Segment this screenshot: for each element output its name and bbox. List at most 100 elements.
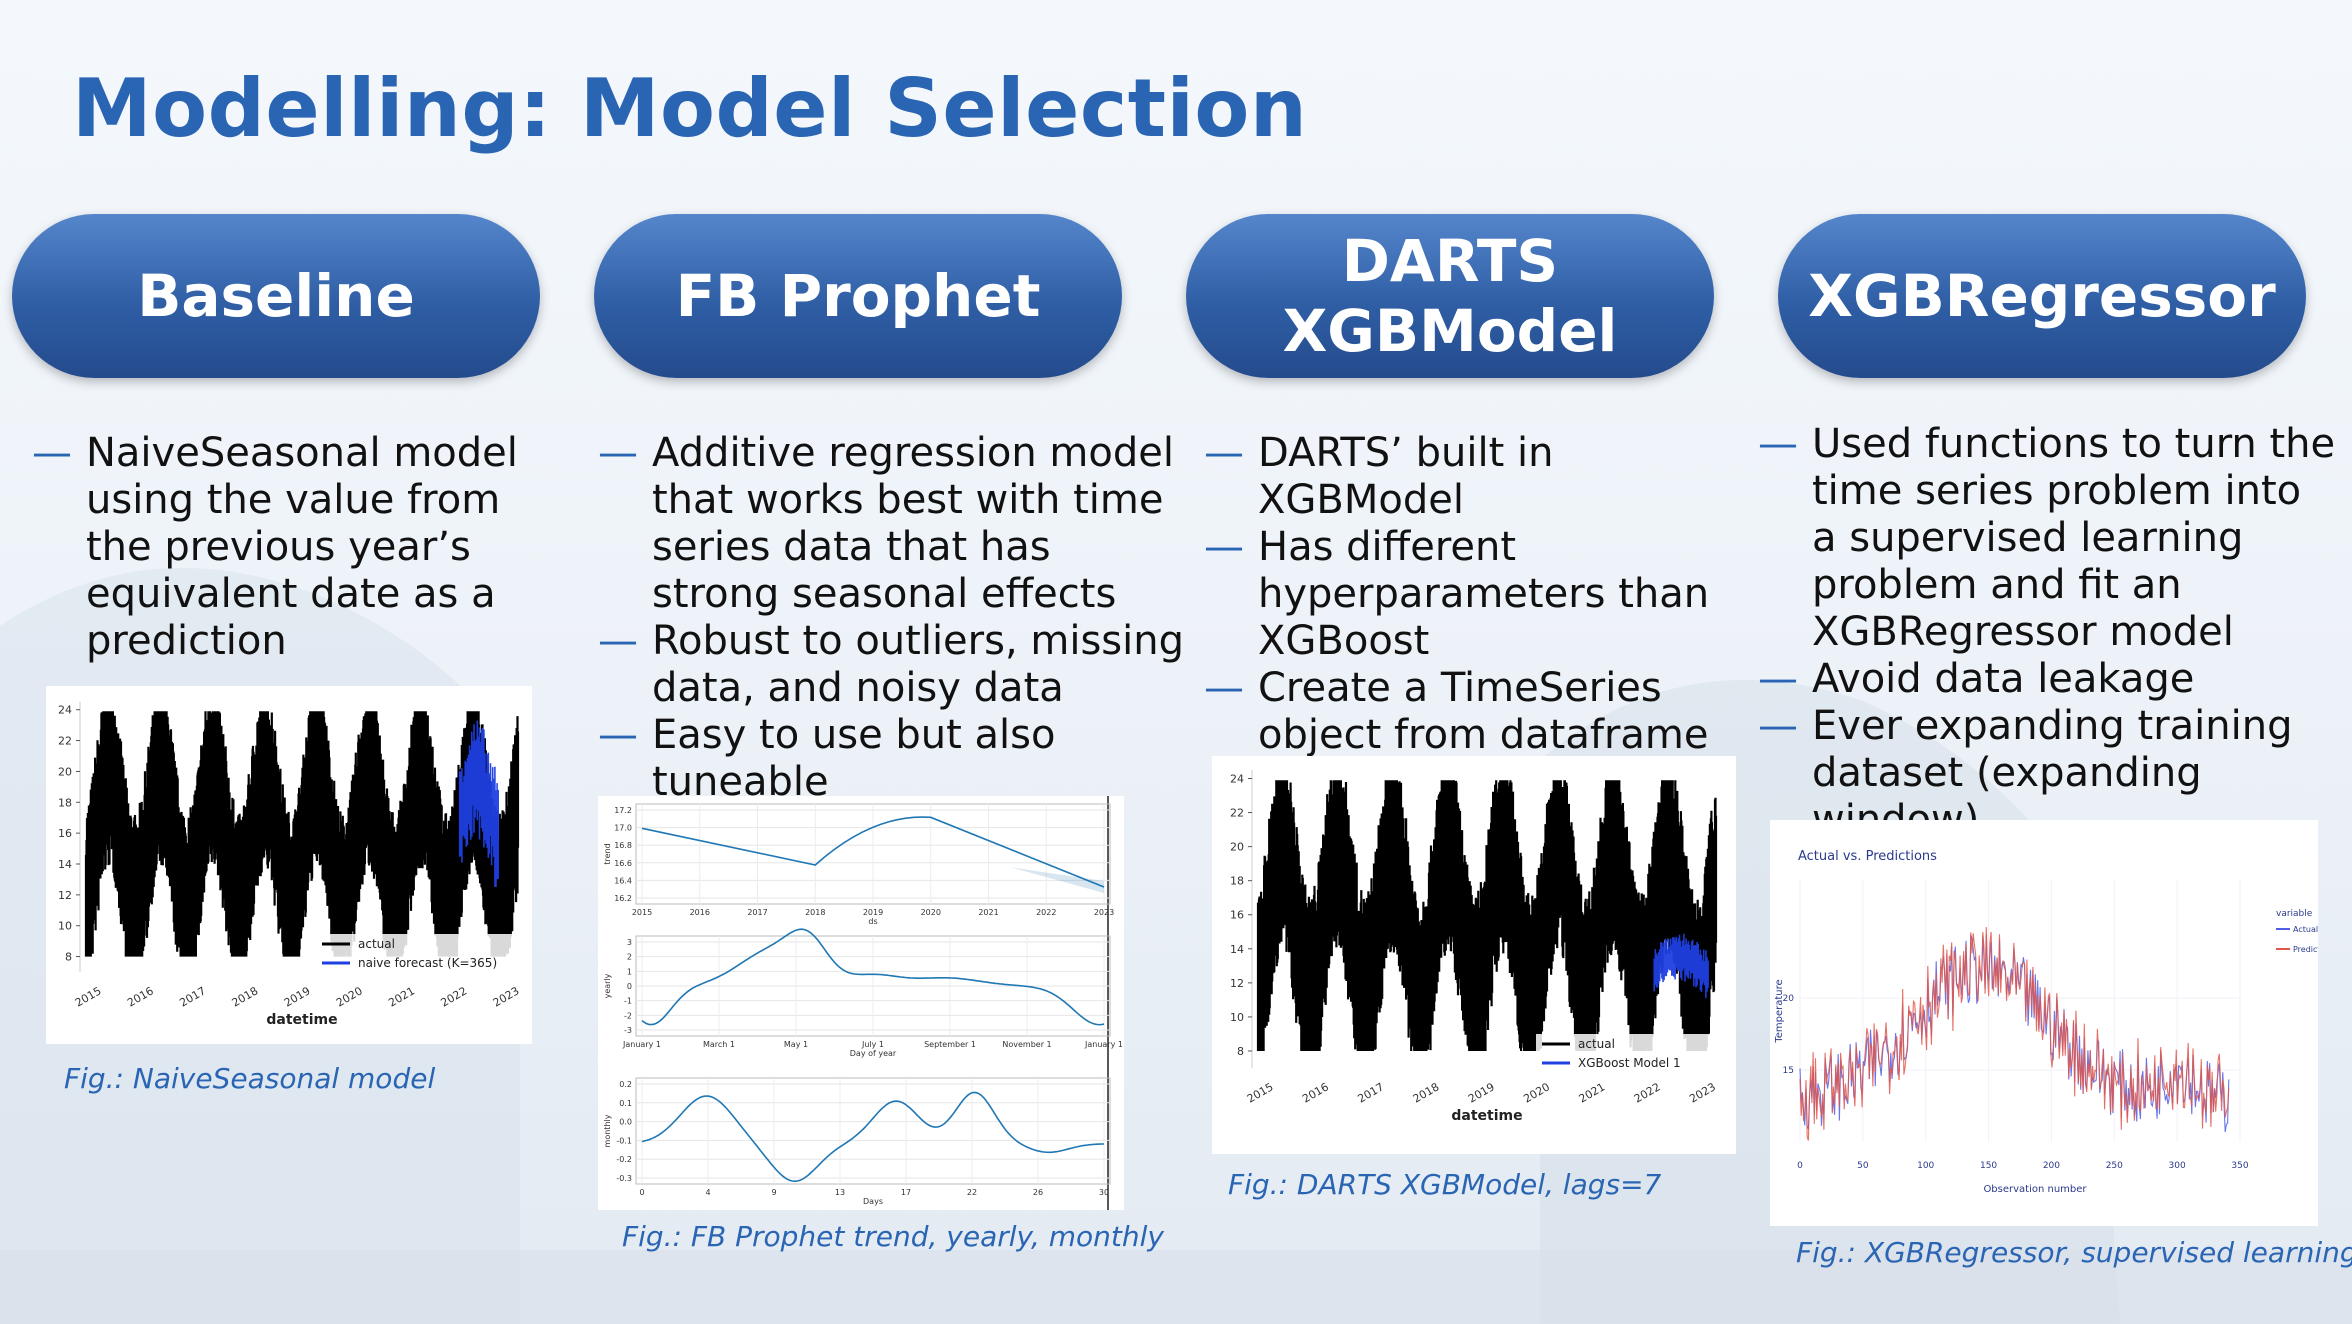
x-tick-label: 2019 (863, 908, 883, 917)
x-axis-label: datetime (1451, 1108, 1522, 1124)
prophet-caption: Fig.: FB Prophet trend, yearly, monthly (622, 1220, 1164, 1253)
y-tick-label: 15 (1783, 1066, 1794, 1076)
list-item: —Robust to outliers, missing data, and n… (598, 618, 1184, 711)
y-tick-label: 0.2 (619, 1080, 632, 1089)
legend-box (1536, 1034, 1716, 1076)
y-tick-label: 12 (58, 889, 72, 902)
x-tick-label: 2017 (1355, 1080, 1386, 1105)
series-line-predicted (1799, 927, 2230, 1141)
y-tick-label: -1 (624, 997, 632, 1006)
series-line-actual (1799, 933, 2230, 1133)
legend-label: actual (358, 937, 395, 951)
y-tick-label: 16.2 (614, 894, 632, 903)
y-tick-label: 16.4 (614, 876, 632, 885)
y-tick-label: 22 (1230, 807, 1244, 820)
y-tick-label: 0.0 (619, 1118, 632, 1127)
y-tick-label: 0.1 (619, 1099, 632, 1108)
x-tick-label: January 1 (622, 1040, 661, 1049)
x-tick-label: 2020 (921, 908, 941, 917)
darts-heading-line2: XGBModel (1282, 297, 1618, 365)
x-tick-label: 4 (705, 1188, 710, 1197)
x-axis-label: Day of year (850, 1049, 897, 1058)
y-tick-label: 17.2 (614, 806, 632, 815)
fb-prophet-heading: FB Prophet (594, 214, 1122, 378)
panel-frame (635, 1077, 1111, 1185)
y-tick-label: 17.0 (614, 824, 632, 833)
naive-seasonal-caption: Fig.: NaiveSeasonal model (64, 1062, 436, 1095)
x-tick-label: 2019 (282, 984, 313, 1009)
fb-prophet-bullets: —Additive regression model that works be… (598, 430, 1188, 806)
x-tick-label: 30 (1099, 1188, 1109, 1197)
darts-heading-line1: DARTS (1341, 227, 1559, 295)
fb-prophet-heading-label: FB Prophet (675, 262, 1041, 330)
x-tick-label: 26 (1033, 1188, 1043, 1197)
series-forecast-line (458, 720, 499, 887)
darts-xgbmodel-heading: DARTS XGBModel (1186, 214, 1714, 378)
x-tick-label: 2016 (690, 908, 710, 917)
y-tick-label: 22 (58, 735, 72, 748)
x-tick-label: 2015 (73, 984, 104, 1009)
x-tick-label: 2020 (1521, 1080, 1552, 1105)
y-tick-label: 14 (1230, 943, 1244, 956)
y-tick-label: 2 (627, 953, 632, 962)
x-tick-label: 2018 (1411, 1080, 1442, 1105)
monthly-line (641, 1091, 1104, 1183)
y-tick-label: 20 (58, 765, 72, 778)
x-tick-label: 2022 (1632, 1080, 1663, 1105)
x-tick-label: 300 (2169, 1161, 2186, 1171)
x-axis-label: ds (868, 917, 877, 926)
y-tick-label: -0.3 (616, 1174, 632, 1183)
series-actual-line (1256, 780, 1718, 1051)
slide-title: Modelling: Model Selection (72, 62, 1308, 155)
x-tick-label: 2021 (386, 984, 417, 1009)
xgbregressor-chart: Actual vs. PredictionsTemperatureObserva… (1774, 849, 2318, 1195)
dash-marker: — (32, 430, 72, 476)
baseline-heading: Baseline (12, 214, 540, 378)
y-tick-label: -2 (624, 1011, 632, 1020)
x-tick-label: 2021 (1577, 1080, 1608, 1105)
x-tick-label: 2016 (1300, 1080, 1331, 1105)
dash-marker: — (1758, 703, 1798, 749)
y-tick-label: 8 (1237, 1045, 1244, 1058)
x-tick-label: 0 (1797, 1161, 1803, 1171)
trend-uncertainty-band (1010, 867, 1104, 893)
x-tick-label: 150 (1980, 1161, 1997, 1171)
darts-bullets: —DARTS’ built in XGBModel —Has different… (1204, 430, 1764, 759)
legend-box (316, 934, 520, 976)
y-axis-label: trend (603, 843, 612, 864)
y-tick-label: 16.6 (614, 859, 632, 868)
xgbregressor-caption: Fig.: XGBRegressor, supervised learning (1796, 1236, 2352, 1269)
y-tick-label: 16 (58, 827, 72, 840)
x-tick-label: 2020 (334, 984, 365, 1009)
y-tick-label: 16 (1230, 909, 1244, 922)
x-tick-label: July 1 (861, 1040, 884, 1049)
x-tick-label: November 1 (1002, 1040, 1051, 1049)
x-tick-label: 13 (835, 1188, 845, 1197)
y-tick-label: 14 (58, 858, 72, 871)
list-item: —Additive regression model that works be… (598, 430, 1174, 617)
dash-marker: — (1758, 656, 1798, 702)
x-tick-label: 100 (1917, 1161, 1934, 1171)
x-tick-label: 2022 (1036, 908, 1056, 917)
xgbregressor-bullets: —Used functions to turn the time series … (1758, 421, 2338, 844)
xgbregressor-heading-label: XGBRegressor (1808, 262, 2276, 330)
x-tick-label: 200 (2043, 1161, 2060, 1171)
yearly-line (641, 928, 1105, 1026)
y-tick-label: 0 (627, 982, 632, 991)
series-forecast-line (1653, 933, 1709, 999)
series-actual-line (84, 711, 520, 957)
x-tick-label: 2015 (632, 908, 652, 917)
legend-label: naive forecast (K=365) (358, 956, 497, 970)
x-axis-label: Days (863, 1197, 883, 1206)
x-tick-label: 2015 (1245, 1080, 1276, 1105)
x-tick-label: 22 (967, 1188, 977, 1197)
y-tick-label: -0.2 (616, 1155, 632, 1164)
x-tick-label: 2017 (177, 984, 208, 1009)
y-axis-label: yearly (603, 973, 612, 998)
x-axis-label: Observation number (1983, 1184, 2087, 1195)
legend-label: XGBoost Model 1 (1578, 1056, 1681, 1070)
